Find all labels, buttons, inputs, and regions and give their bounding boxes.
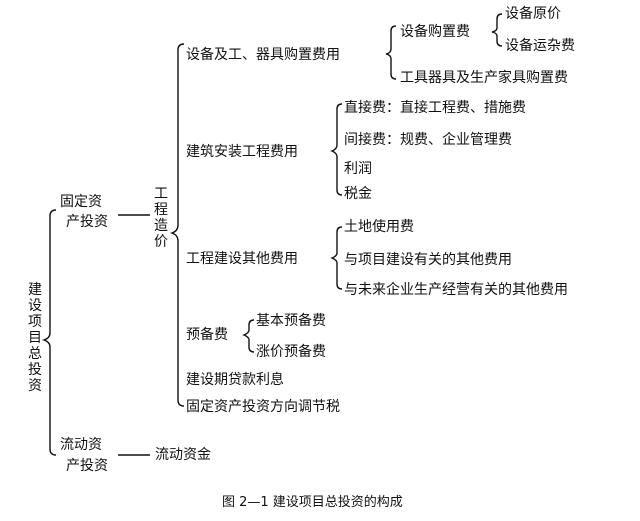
reserve-label: 预备费 xyxy=(186,327,228,343)
root-node-label: 建设项目总投资 xyxy=(28,282,42,394)
working-capital-label-line1: 流动资 xyxy=(60,437,102,453)
figure-caption: 图 2—1 建设项目总投资的构成 xyxy=(222,495,403,510)
tools-furniture-purchase: 工具器具及生产家具购置费 xyxy=(400,70,568,86)
fixed-assets-label-line2: 产投资 xyxy=(66,214,108,230)
working-capital-label-line2: 产投资 xyxy=(66,458,108,474)
other-project-related: 与项目建设有关的其他费用 xyxy=(344,252,512,268)
construction-loan-interest: 建设期贷款利息 xyxy=(186,372,284,388)
other-expenses-brace xyxy=(330,226,343,290)
other-future-operation: 与未来企业生产经营有关的其他费用 xyxy=(344,282,568,298)
construction-indirect-cost: 间接费：规费、企业管理费 xyxy=(344,132,512,148)
construction-label: 建筑安装工程费用 xyxy=(186,144,298,160)
reserve-brace xyxy=(242,319,255,353)
construction-profit: 利润 xyxy=(344,161,372,177)
equipment-purchase-label: 设备购置费 xyxy=(400,24,470,40)
equipment-label: 设备及工、器具购置费用 xyxy=(186,47,340,63)
project-cost-label: 工程造价 xyxy=(154,186,168,250)
project-cost-brace xyxy=(169,43,185,407)
other-land-use: 土地使用费 xyxy=(344,219,414,235)
equipment-purchase-brace xyxy=(491,13,503,47)
root-brace xyxy=(41,209,57,456)
equipment-brace xyxy=(385,25,397,80)
equipment-original-price: 设备原价 xyxy=(505,6,561,22)
equipment-transport: 设备运杂费 xyxy=(505,38,575,54)
construction-tax: 税金 xyxy=(344,186,372,202)
fixed-assets-label-line1: 固定资 xyxy=(60,194,102,210)
working-fund-label: 流动资金 xyxy=(155,447,211,463)
construction-direct-cost: 直接费：直接工程费、措施费 xyxy=(344,100,526,116)
reserve-basic: 基本预备费 xyxy=(256,313,326,329)
other-expenses-label: 工程建设其他费用 xyxy=(186,251,298,267)
construction-brace xyxy=(330,103,343,196)
fixed-asset-tax-adjustment: 固定资产投资方向调节税 xyxy=(186,399,340,415)
reserve-price: 涨价预备费 xyxy=(256,344,326,360)
